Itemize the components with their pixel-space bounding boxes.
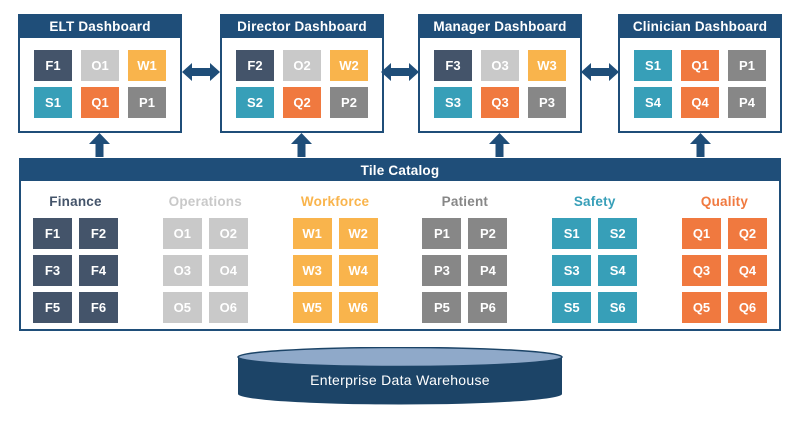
tile-q1: Q1 (681, 50, 719, 81)
dashboard-clinician: Clinician Dashboard S1 Q1 P1 S4 Q4 P4 (618, 14, 782, 133)
tile-p1: P1 (728, 50, 766, 81)
tile-q1: Q1 (81, 87, 119, 118)
up-arrow-icon (489, 133, 510, 157)
catalog-group-workforce: Workforce W1 W2 W3 W4 W5 W6 (292, 194, 378, 323)
dashboard-manager-tiles: F3 O3 W3 S3 Q3 P3 (420, 38, 580, 118)
tile-s6: S6 (598, 292, 638, 323)
tile-s4: S4 (598, 255, 638, 286)
tile-p3: P3 (422, 255, 462, 286)
enterprise-data-warehouse: Enterprise Data Warehouse (237, 347, 563, 407)
tile-q2: Q2 (727, 218, 767, 249)
tile-o1: O1 (81, 50, 119, 81)
double-arrow-icon (581, 63, 619, 81)
tile-o4: O4 (208, 255, 248, 286)
catalog-group-finance-label: Finance (49, 194, 102, 209)
tile-f1: F1 (34, 50, 72, 81)
catalog-group-patient-label: Patient (441, 194, 489, 209)
dashboard-manager-title: Manager Dashboard (420, 16, 580, 38)
dashboard-elt: ELT Dashboard F1 O1 W1 S1 Q1 P1 (18, 14, 182, 133)
tile-s1: S1 (34, 87, 72, 118)
tile-s1: S1 (634, 50, 672, 81)
tile-s5: S5 (552, 292, 592, 323)
database-cylinder-icon (237, 347, 563, 405)
catalog-group-quality: Quality Q1 Q2 Q3 Q4 Q5 Q6 (681, 194, 767, 323)
tile-p4: P4 (468, 255, 508, 286)
catalog-group-safety: Safety S1 S2 S3 S4 S5 S6 (552, 194, 638, 323)
tile-q6: Q6 (727, 292, 767, 323)
dashboard-clinician-title: Clinician Dashboard (620, 16, 780, 38)
catalog-group-finance: Finance F1 F2 F3 F4 F5 F6 (33, 194, 118, 323)
catalog-group-operations: Operations O1 O2 O3 O4 O5 O6 (162, 194, 248, 323)
double-arrow-icon (381, 63, 419, 81)
dashboard-director-title: Director Dashboard (222, 16, 382, 38)
tile-p5: P5 (422, 292, 462, 323)
double-arrow-icon (182, 63, 220, 81)
dashboard-director: Director Dashboard F2 O2 W2 S2 Q2 P2 (220, 14, 384, 133)
tile-w3: W3 (292, 255, 332, 286)
tile-p4: P4 (728, 87, 766, 118)
tile-q3: Q3 (681, 255, 721, 286)
tile-f3: F3 (33, 255, 72, 286)
tile-q2: Q2 (283, 87, 321, 118)
tile-w2: W2 (330, 50, 368, 81)
tile-s3: S3 (552, 255, 592, 286)
dashboard-manager: Manager Dashboard F3 O3 W3 S3 Q3 P3 (418, 14, 582, 133)
tile-q1: Q1 (681, 218, 721, 249)
tile-f5: F5 (33, 292, 72, 323)
tile-o6: O6 (208, 292, 248, 323)
tile-w6: W6 (338, 292, 378, 323)
tile-o2: O2 (283, 50, 321, 81)
tile-w3: W3 (528, 50, 566, 81)
tile-f3: F3 (434, 50, 472, 81)
tile-f2: F2 (79, 218, 118, 249)
tile-s4: S4 (634, 87, 672, 118)
dashboard-elt-title: ELT Dashboard (20, 16, 180, 38)
tile-q3: Q3 (481, 87, 519, 118)
tile-p6: P6 (468, 292, 508, 323)
tile-o5: O5 (162, 292, 202, 323)
tile-s2: S2 (598, 218, 638, 249)
tile-o2: O2 (208, 218, 248, 249)
up-arrow-icon (291, 133, 312, 157)
tile-p2: P2 (330, 87, 368, 118)
tile-p1: P1 (422, 218, 462, 249)
catalog-group-safety-label: Safety (573, 194, 616, 209)
dashboard-elt-tiles: F1 O1 W1 S1 Q1 P1 (20, 38, 180, 118)
tile-o3: O3 (162, 255, 202, 286)
catalog-group-quality-label: Quality (700, 194, 749, 209)
tile-s2: S2 (236, 87, 274, 118)
tile-s1: S1 (552, 218, 592, 249)
tile-p3: P3 (528, 87, 566, 118)
tile-q5: Q5 (681, 292, 721, 323)
tile-o3: O3 (481, 50, 519, 81)
tile-w1: W1 (128, 50, 166, 81)
tile-p2: P2 (468, 218, 508, 249)
tile-q4: Q4 (681, 87, 719, 118)
tile-f4: F4 (79, 255, 118, 286)
tile-s3: S3 (434, 87, 472, 118)
tile-catalog-title: Tile Catalog (21, 160, 779, 181)
dashboard-clinician-tiles: S1 Q1 P1 S4 Q4 P4 (620, 38, 780, 118)
tile-w5: W5 (292, 292, 332, 323)
tile-w4: W4 (338, 255, 378, 286)
tile-q4: Q4 (727, 255, 767, 286)
tile-w1: W1 (292, 218, 332, 249)
tile-p1: P1 (128, 87, 166, 118)
tile-f1: F1 (33, 218, 72, 249)
catalog-group-workforce-label: Workforce (300, 194, 370, 209)
catalog-group-patient: Patient P1 P2 P3 P4 P5 P6 (422, 194, 508, 323)
catalog-group-operations-label: Operations (168, 194, 242, 209)
warehouse-label: Enterprise Data Warehouse (310, 372, 490, 388)
tile-o1: O1 (162, 218, 202, 249)
tile-f6: F6 (79, 292, 118, 323)
tile-catalog: Tile Catalog Finance F1 F2 F3 F4 F5 F6 O… (19, 158, 781, 331)
up-arrow-icon (690, 133, 711, 157)
tile-catalog-body: Finance F1 F2 F3 F4 F5 F6 Operations O1 … (21, 181, 779, 323)
dashboard-director-tiles: F2 O2 W2 S2 Q2 P2 (222, 38, 382, 118)
tile-f2: F2 (236, 50, 274, 81)
up-arrow-icon (89, 133, 110, 157)
tile-w2: W2 (338, 218, 378, 249)
